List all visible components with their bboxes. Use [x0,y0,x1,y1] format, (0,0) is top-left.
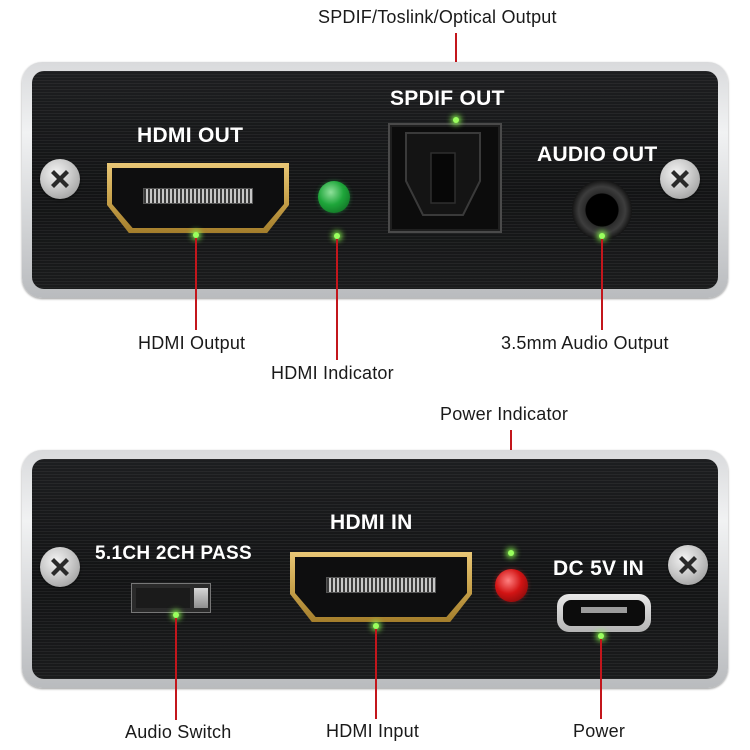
dc-power-micro-usb-port [557,594,651,632]
power-indicator-led [495,569,528,602]
silkscreen-dc-in: DC 5V IN [553,557,645,580]
pointer-dot-audio-switch [173,612,179,618]
hdmi-port-cavity [112,168,284,228]
callout-label-power: Power [573,721,626,741]
callout-label-hdmi-indicator: HDMI Indicator [271,363,394,383]
pointer-dot-hdmi-output [193,232,199,238]
usb-port-tongue [581,607,627,613]
device-face-outputs: HDMI OUT SPDIF OUT AUDIO OUT [32,71,718,289]
hdmi-indicator-led [318,181,350,213]
phillips-screw-icon [40,159,80,199]
callout-line-audio-output [601,239,603,330]
hdmi-port-cavity [295,557,467,617]
callout-line-hdmi-indicator [336,239,338,360]
callout-label-audio-switch: Audio Switch [125,722,232,742]
silkscreen-hdmi-in: HDMI IN [330,511,413,534]
audio-mode-switch [131,583,211,613]
audio-3-5mm-jack [572,180,632,240]
pointer-dot-hdmi-input [373,623,379,629]
toslink-shutter-icon [405,132,481,216]
pointer-dot-power [598,633,604,639]
callout-label-hdmi-input: HDMI Input [326,721,420,741]
phillips-screw-icon [40,547,80,587]
pointer-dot-audio-output [599,233,605,239]
silkscreen-audio-out: AUDIO OUT [537,143,658,166]
silkscreen-spdif-out: SPDIF OUT [390,87,505,110]
device-rear-panel-inputs: 5.1CH 2CH PASS HDMI IN DC 5V IN [22,450,728,688]
pointer-dot-power-indicator [508,550,514,556]
switch-track [136,588,190,608]
callout-line-hdmi-input [375,629,377,719]
device-rear-panel-outputs: HDMI OUT SPDIF OUT AUDIO OUT [22,62,728,298]
silkscreen-hdmi-out: HDMI OUT [137,124,244,147]
spdif-optical-port [388,123,502,233]
callout-label-spdif-output: SPDIF/Toslink/Optical Output [318,7,557,27]
phillips-screw-icon [660,159,700,199]
callout-label-power-indicator: Power Indicator [440,404,569,424]
hdmi-output-port [107,163,289,233]
silkscreen-audio-switch: 5.1CH 2CH PASS [95,543,252,564]
usb-port-cavity [563,600,645,626]
phillips-screw-icon [668,545,708,585]
hdmi-input-port [290,552,472,622]
pointer-dot-spdif [453,117,459,123]
callout-line-hdmi-output [195,238,197,330]
callout-label-hdmi-output: HDMI Output [138,333,246,353]
callout-label-audio-output: 3.5mm Audio Output [501,333,669,353]
hdmi-port-contacts [325,577,437,593]
callout-line-audio-switch [175,618,177,720]
switch-knob [194,588,208,608]
hdmi-port-contacts [142,188,254,204]
callout-line-power [600,639,602,719]
pointer-dot-hdmi-indicator [334,233,340,239]
